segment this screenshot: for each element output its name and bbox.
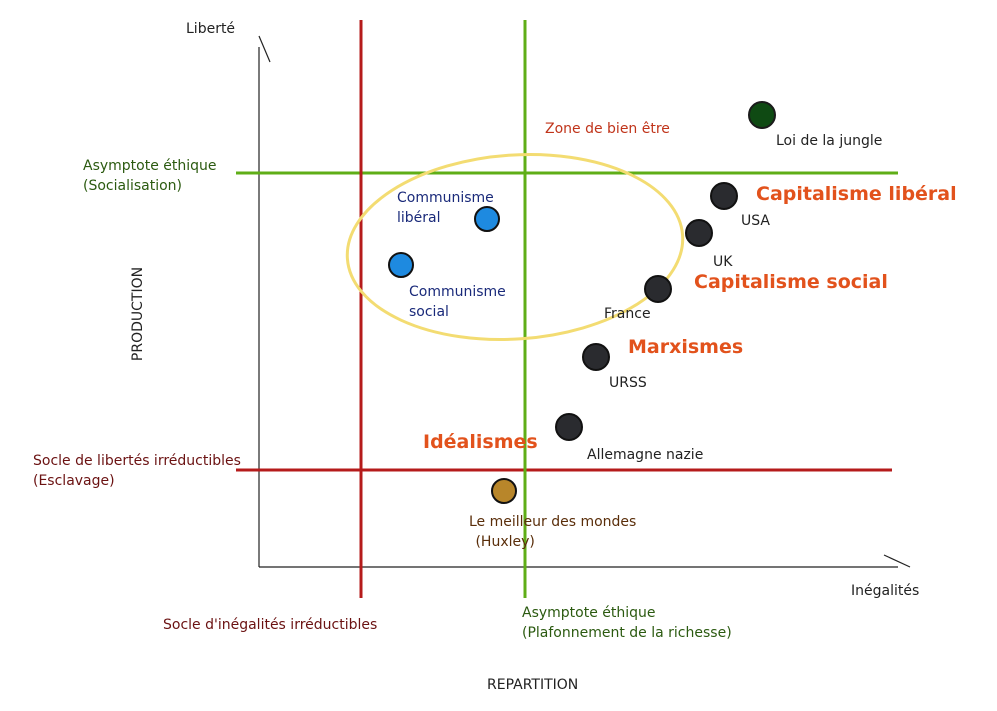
point-uk xyxy=(685,219,713,247)
v-left-label: Socle d'inégalités irréductibles xyxy=(163,617,377,633)
point-meilleur xyxy=(491,478,517,504)
label-communisme-liberal-2: libéral xyxy=(397,210,441,226)
point-loi-jungle xyxy=(748,101,776,129)
zone-ellipse xyxy=(345,152,685,342)
x-axis-right-label: Inégalités xyxy=(851,583,919,599)
label-urss: URSS xyxy=(609,375,647,391)
point-allemagne xyxy=(555,413,583,441)
h-top-label-2: (Socialisation) xyxy=(83,178,182,194)
point-france xyxy=(644,275,672,303)
point-usa xyxy=(710,182,738,210)
v-right-label-1: Asymptote éthique xyxy=(522,605,656,621)
label-communisme-social-1: Communisme xyxy=(409,284,506,300)
category-capitalisme-social: Capitalisme social xyxy=(694,271,888,293)
label-usa: USA xyxy=(741,213,770,229)
category-idealismes: Idéalismes xyxy=(423,431,538,453)
y-axis-title: PRODUCTION xyxy=(130,267,146,361)
point-communisme-social xyxy=(388,252,414,278)
h-bottom-label-2: (Esclavage) xyxy=(33,473,115,489)
v-right-label-2: (Plafonnement de la richesse) xyxy=(522,625,732,641)
label-uk: UK xyxy=(713,254,733,270)
label-loi-jungle: Loi de la jungle xyxy=(776,133,882,149)
label-meilleur-1: Le meilleur des mondes xyxy=(469,514,636,530)
category-capitalisme-liberal: Capitalisme libéral xyxy=(756,183,957,205)
y-axis-top-label: Liberté xyxy=(186,21,235,37)
y-axis-tip xyxy=(258,35,271,63)
category-marxismes: Marxismes xyxy=(628,336,743,358)
h-bottom-label-1: Socle de libertés irréductibles xyxy=(33,453,241,469)
label-meilleur-2: (Huxley) xyxy=(471,534,535,550)
point-urss xyxy=(582,343,610,371)
x-axis-tip xyxy=(883,554,911,568)
label-france: France xyxy=(604,306,651,322)
point-communisme-liberal xyxy=(474,206,500,232)
label-communisme-liberal-1: Communisme xyxy=(397,190,494,206)
zone-label: Zone de bien être xyxy=(545,121,670,137)
label-allemagne: Allemagne nazie xyxy=(587,447,703,463)
h-top-label-1: Asymptote éthique xyxy=(83,158,217,174)
x-axis-title: REPARTITION xyxy=(487,677,578,693)
label-communisme-social-2: social xyxy=(409,304,449,320)
